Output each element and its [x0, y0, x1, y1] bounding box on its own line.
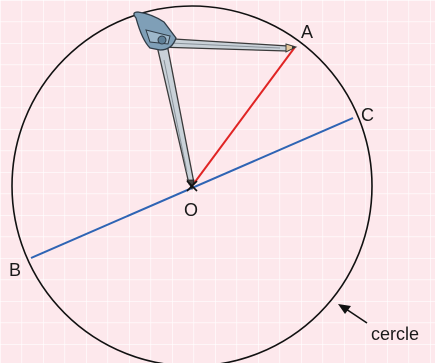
circle-caption: cercle	[371, 324, 419, 344]
label-center-o: O	[184, 200, 198, 220]
radius-oa	[191, 46, 296, 187]
label-point-c: C	[361, 105, 374, 125]
label-point-b: B	[9, 260, 21, 280]
arrow-icon	[338, 304, 368, 324]
circle	[11, 5, 373, 363]
center-point-mark	[186, 180, 198, 192]
compass-icon	[133, 11, 298, 191]
label-point-a: A	[301, 22, 313, 42]
